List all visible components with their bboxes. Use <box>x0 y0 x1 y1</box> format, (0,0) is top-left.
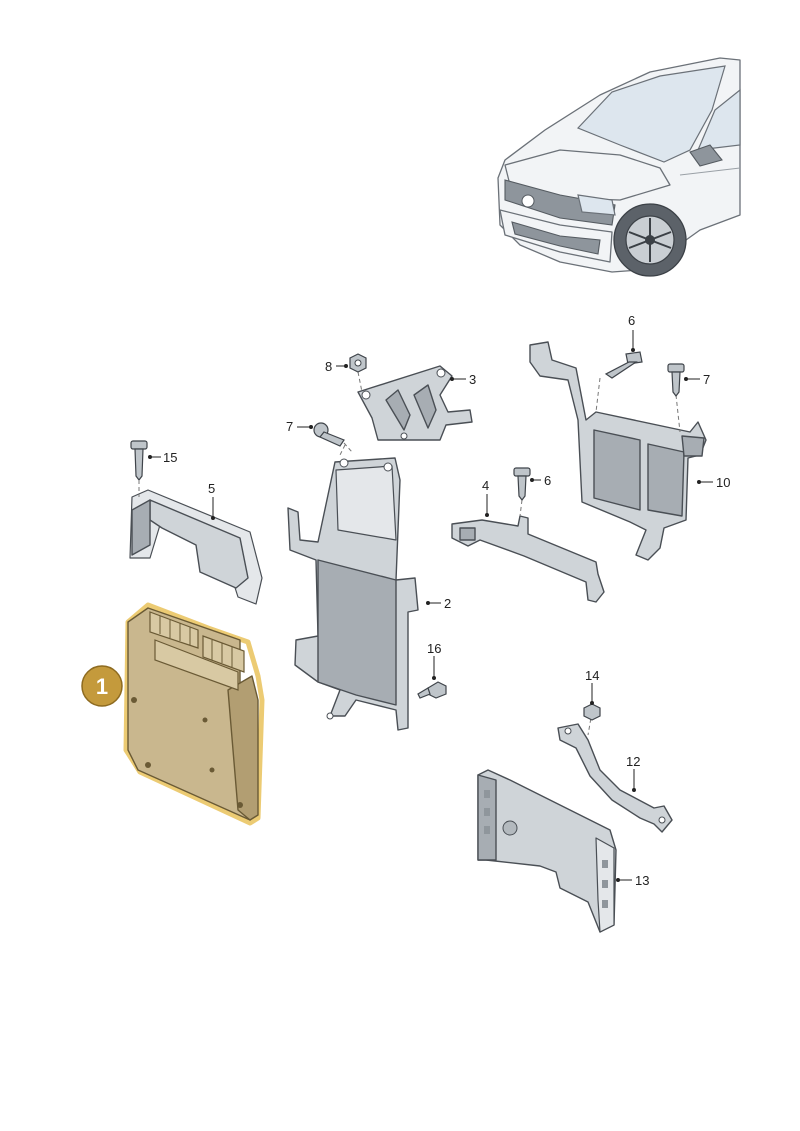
callout-16[interactable]: 16 <box>427 641 441 680</box>
callout-6-middle-label: 6 <box>544 473 551 488</box>
nut-8[interactable] <box>349 353 367 373</box>
callout-7-right-label: 7 <box>703 372 710 387</box>
callout-5[interactable]: 5 <box>208 481 215 520</box>
part-1-engine-control-unit[interactable] <box>123 602 265 826</box>
callout-14[interactable]: 14 <box>585 668 599 705</box>
part-13-module[interactable] <box>477 769 617 933</box>
screw-14[interactable] <box>583 703 601 721</box>
callout-4[interactable]: 4 <box>482 478 489 517</box>
screw-6-middle[interactable] <box>513 467 531 501</box>
callout-14-label: 14 <box>585 668 599 683</box>
callout-8[interactable]: 8 <box>325 359 348 374</box>
callout-7-right[interactable]: 7 <box>684 372 710 387</box>
callout-1[interactable]: 1 <box>81 665 123 707</box>
callout-15-label: 15 <box>163 450 177 465</box>
part-5-cover[interactable] <box>129 489 263 605</box>
part-4-strap[interactable] <box>451 499 605 603</box>
callout-2[interactable]: 2 <box>426 596 451 611</box>
callout-10[interactable]: 10 <box>697 475 730 490</box>
screw-16[interactable] <box>417 681 447 699</box>
screw-6-top[interactable] <box>604 351 643 379</box>
callout-3-label: 3 <box>469 372 476 387</box>
screw-7-right[interactable] <box>667 363 685 397</box>
part-2-bracket[interactable] <box>287 444 419 731</box>
callout-10-label: 10 <box>716 475 730 490</box>
callout-6-middle[interactable]: 6 <box>530 473 551 488</box>
callout-7-left[interactable]: 7 <box>286 419 313 434</box>
callout-5-label: 5 <box>208 481 215 496</box>
part-10-bracket[interactable] <box>529 341 707 561</box>
callout-7-left-label: 7 <box>286 419 293 434</box>
callout-15[interactable]: 15 <box>148 450 177 465</box>
callout-2-label: 2 <box>444 596 451 611</box>
callout-12-label: 12 <box>626 754 640 769</box>
part-3-upper-bracket[interactable] <box>357 365 473 441</box>
screw-7-left[interactable] <box>313 422 353 453</box>
callout-16-label: 16 <box>427 641 441 656</box>
vehicle-location-illustration <box>497 57 741 277</box>
callout-1-badge[interactable] <box>81 665 123 707</box>
screw-15[interactable] <box>130 440 148 497</box>
callout-1-label: 1 <box>96 674 108 699</box>
callout-4-label: 4 <box>482 478 489 493</box>
callout-8-label: 8 <box>325 359 332 374</box>
callout-13-label: 13 <box>635 873 649 888</box>
callout-3[interactable]: 3 <box>450 372 476 387</box>
callout-6-top[interactable]: 6 <box>628 313 635 352</box>
callout-13[interactable]: 13 <box>616 873 649 888</box>
callout-6-top-label: 6 <box>628 313 635 328</box>
callout-12[interactable]: 12 <box>626 754 640 792</box>
